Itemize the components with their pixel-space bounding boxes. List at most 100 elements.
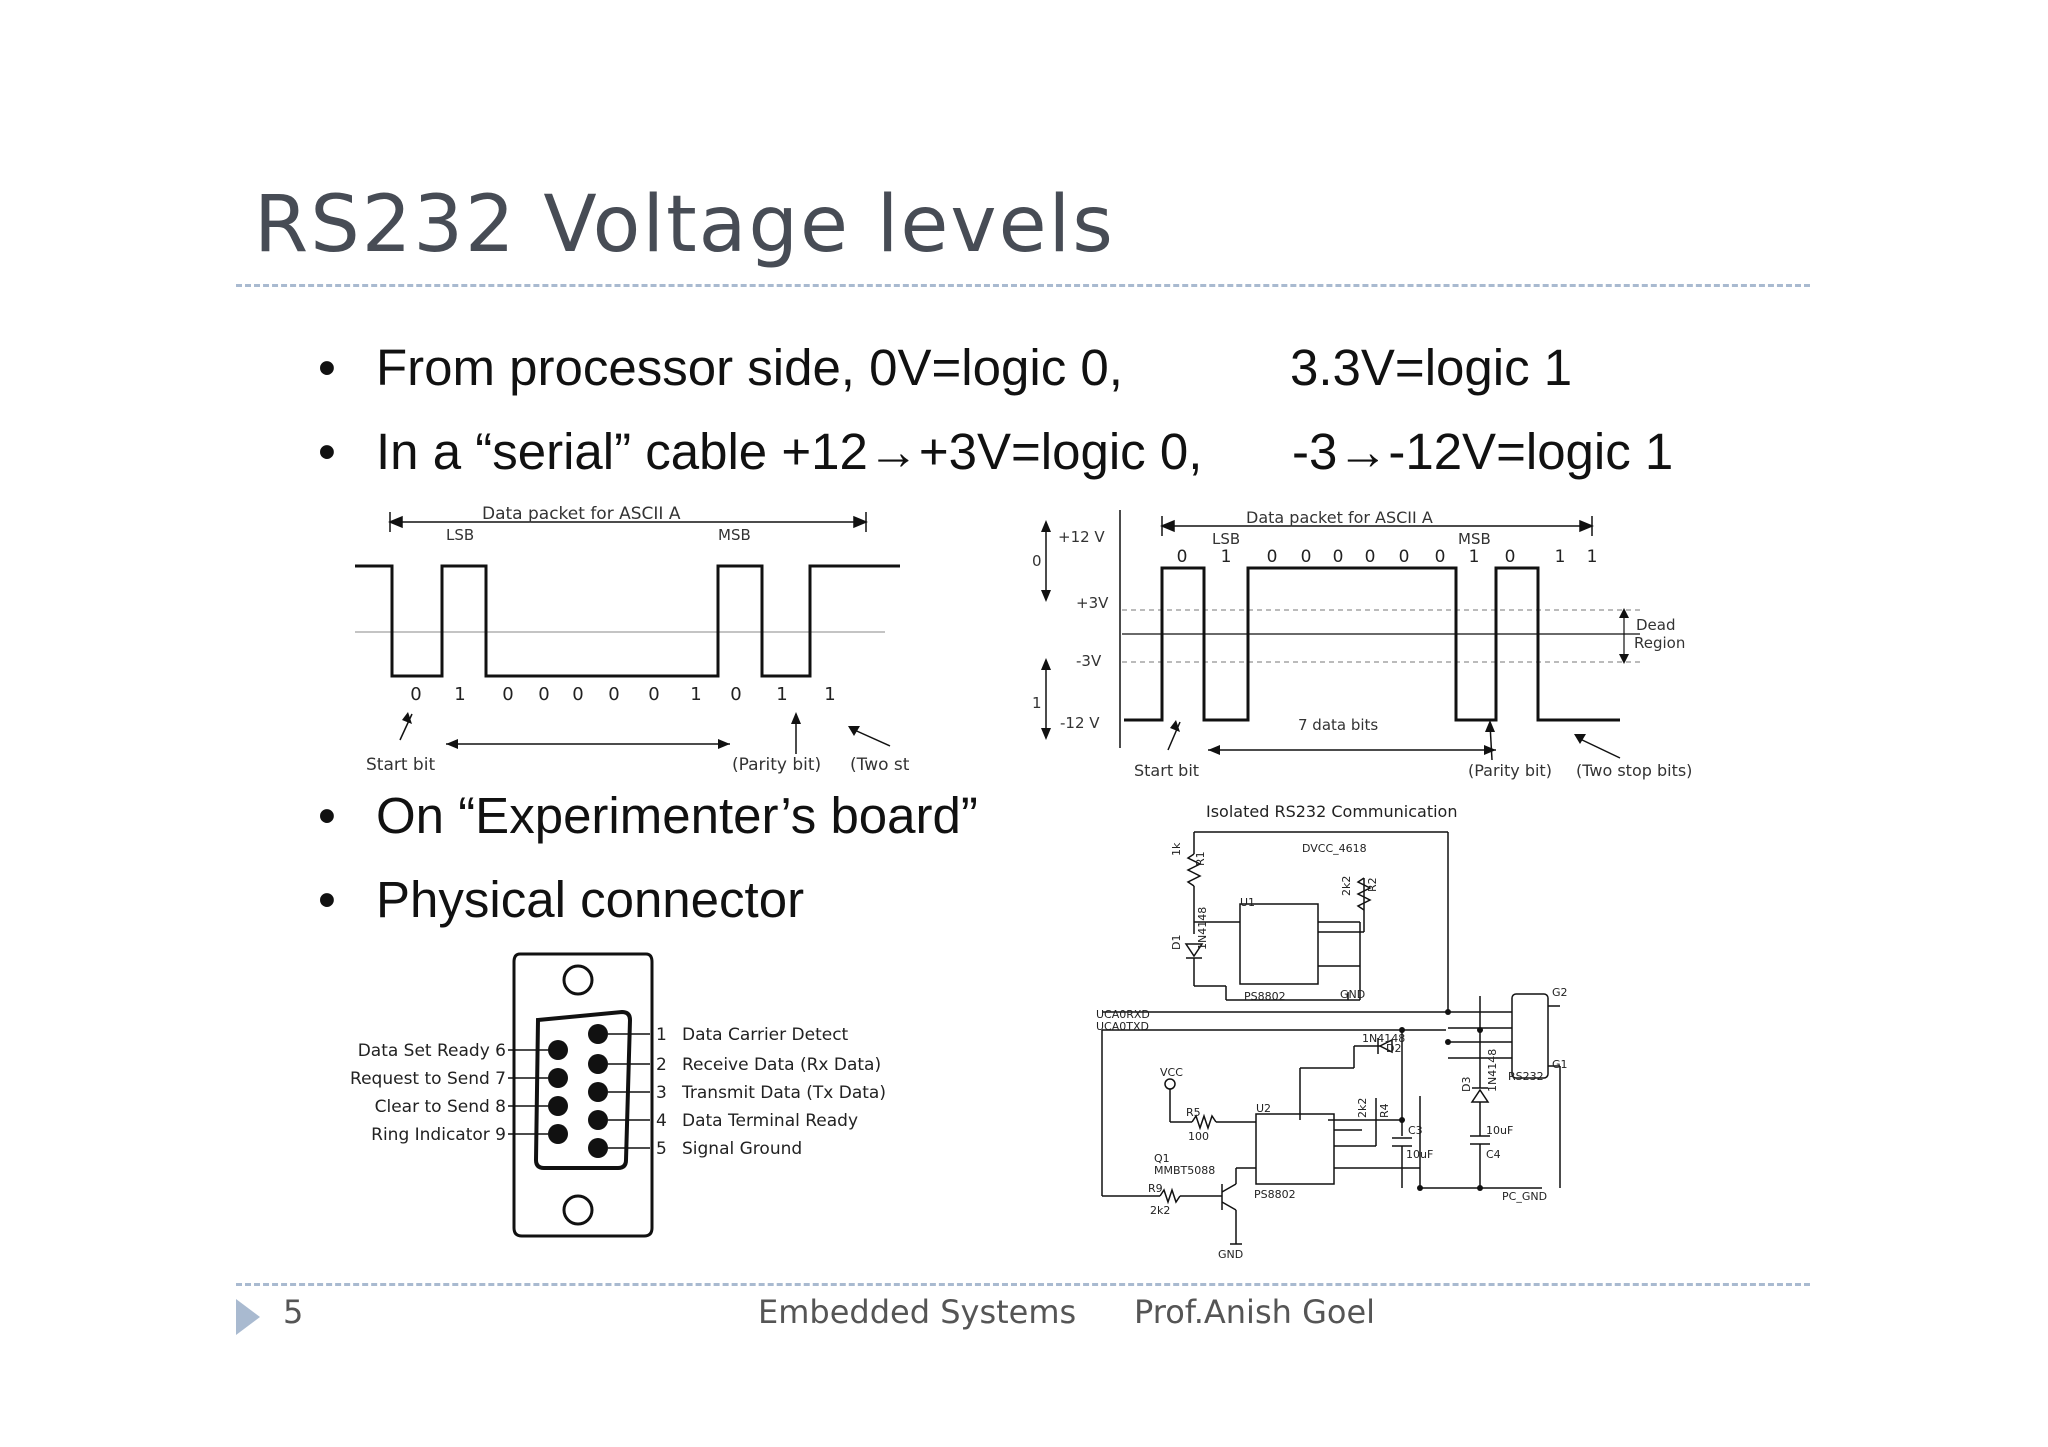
stop-bits-label: (Two stop bits bbox=[850, 755, 910, 775]
right-bit-8: 1 bbox=[1469, 547, 1480, 567]
packet-arrow-right bbox=[853, 515, 868, 529]
rxd-label: UCA0RXD bbox=[1096, 1008, 1150, 1021]
left-bit-2: 0 bbox=[502, 684, 513, 705]
data-bits-label: 7 data bits bbox=[1298, 716, 1378, 734]
bullet-3-text: On “Experimenter’s board” bbox=[376, 787, 978, 844]
db9-connector-figure: Data Set Ready 6 Request to Send 7 Clear… bbox=[350, 952, 886, 1238]
r2-label: R2 bbox=[1366, 877, 1379, 892]
pin-4-label: Data Terminal Ready bbox=[682, 1111, 858, 1131]
left-bit-9: 1 bbox=[776, 684, 787, 705]
pin-8-label: Clear to Send 8 bbox=[375, 1097, 506, 1117]
left-bit-5: 0 bbox=[608, 684, 619, 705]
q1-value: MMBT5088 bbox=[1154, 1164, 1215, 1177]
vcc-label: VCC bbox=[1160, 1066, 1183, 1079]
pin-9-label: Ring Indicator 9 bbox=[371, 1125, 506, 1145]
start-bit-label: Start bit bbox=[1134, 761, 1199, 780]
v-plus12: +12 V bbox=[1058, 528, 1105, 546]
bullet-dot: • bbox=[318, 339, 336, 396]
pin-7-label: Request to Send 7 bbox=[350, 1069, 506, 1089]
r9-label: R9 bbox=[1148, 1182, 1163, 1195]
rs232-waveform-figure: Data packet for ASCII A LSB MSB +12 V +3… bbox=[1032, 508, 1692, 780]
left-bit-0: 0 bbox=[410, 684, 421, 705]
region-label: Region bbox=[1634, 634, 1685, 652]
left-bit-10: 1 bbox=[824, 684, 835, 705]
d1-label: D1 bbox=[1170, 935, 1183, 950]
logic0-label: 0 bbox=[1032, 552, 1042, 570]
page-number: 5 bbox=[283, 1293, 304, 1331]
left-bit-6: 0 bbox=[648, 684, 659, 705]
u2-label: U2 bbox=[1256, 1102, 1271, 1115]
pin-2-num: 2 bbox=[656, 1055, 667, 1075]
v-minus3: -3V bbox=[1076, 652, 1102, 670]
q1-label: Q1 bbox=[1154, 1152, 1170, 1165]
stop-bits-label: (Two stop bits) bbox=[1576, 761, 1692, 780]
bullet-2-right: -3→-12V=logic 1 bbox=[1292, 423, 1674, 480]
pin-5-label: Signal Ground bbox=[682, 1139, 802, 1159]
packet-label: Data packet for ASCII A bbox=[482, 504, 681, 524]
packet-label: Data packet for ASCII A bbox=[1246, 508, 1433, 527]
title-divider bbox=[236, 284, 1810, 287]
right-bit-3: 0 bbox=[1301, 547, 1312, 567]
right-bit-9: 0 bbox=[1505, 547, 1516, 567]
bullet-dot: • bbox=[318, 787, 336, 844]
right-bit-11: 1 bbox=[1587, 547, 1598, 567]
left-bit-8: 0 bbox=[730, 684, 741, 705]
rs232-label: RS232 bbox=[1508, 1070, 1544, 1083]
mounting-hole-top bbox=[562, 964, 594, 996]
mounting-hole-bottom bbox=[562, 1194, 594, 1226]
pin-6-label: Data Set Ready 6 bbox=[358, 1041, 506, 1061]
logic1-label: 1 bbox=[1032, 694, 1042, 712]
r4-label: R4 bbox=[1378, 1103, 1391, 1118]
right-bit-4: 0 bbox=[1333, 547, 1344, 567]
start-bit-label: Start bit bbox=[366, 755, 435, 775]
pin-4-num: 4 bbox=[656, 1111, 667, 1131]
footer-divider bbox=[236, 1283, 1810, 1286]
pin-1-label: Data Carrier Detect bbox=[682, 1025, 849, 1045]
ps2-label: PS8802 bbox=[1254, 1188, 1296, 1201]
right-bit-7: 0 bbox=[1435, 547, 1446, 567]
msb-label: MSB bbox=[1458, 530, 1491, 548]
msb-label: MSB bbox=[718, 526, 751, 544]
left-bit-4: 0 bbox=[572, 684, 583, 705]
r1-value: 1k bbox=[1170, 842, 1183, 856]
r5-value: 100 bbox=[1188, 1130, 1209, 1143]
isolated-rs232-schematic: Isolated RS232 Communication bbox=[1096, 802, 1568, 1261]
pin-2-label: Receive Data (Rx Data) bbox=[682, 1055, 881, 1075]
left-bit-1: 1 bbox=[454, 684, 465, 705]
c3-value: 10uF bbox=[1406, 1148, 1433, 1161]
d2-value: 1N4148 bbox=[1362, 1032, 1405, 1045]
right-bit-10: 1 bbox=[1555, 547, 1566, 567]
right-bit-0: 0 bbox=[1177, 547, 1188, 567]
r2-value: 2k2 bbox=[1340, 876, 1353, 896]
parity-bit-label: (Parity bit) bbox=[732, 755, 821, 775]
gnd2-label: GND bbox=[1218, 1248, 1243, 1261]
left-bit-7: 1 bbox=[690, 684, 701, 705]
g1-label: G1 bbox=[1552, 1058, 1568, 1071]
bullet-dot: • bbox=[318, 423, 336, 480]
footer-triangle-icon bbox=[236, 1299, 260, 1335]
pins bbox=[548, 1024, 608, 1158]
lsb-label: LSB bbox=[446, 526, 474, 544]
ps1-label: PS8802 bbox=[1244, 990, 1286, 1003]
pin-5-num: 5 bbox=[656, 1139, 667, 1159]
v-minus12: -12 V bbox=[1060, 714, 1100, 732]
d1-value: 1N4148 bbox=[1196, 907, 1209, 950]
slide-title: RS232 Voltage levels bbox=[254, 180, 1115, 270]
pin-3-label: Transmit Data (Tx Data) bbox=[681, 1083, 886, 1103]
footer-course: Embedded Systems bbox=[758, 1293, 1077, 1331]
pin-1-num: 1 bbox=[656, 1025, 667, 1045]
pcgnd-label: PC_GND bbox=[1502, 1190, 1547, 1203]
c4-value: 10uF bbox=[1486, 1124, 1513, 1137]
ttl-waveform-figure: Data packet for ASCII A LSB MSB 0 1 0 0 0 0 0 1… bbox=[355, 504, 910, 775]
r9-value: 2k2 bbox=[1150, 1204, 1170, 1217]
d3-value: 1N4148 bbox=[1486, 1049, 1499, 1092]
right-bit-1: 1 bbox=[1221, 547, 1232, 567]
bullet-1-right: 3.3V=logic 1 bbox=[1290, 339, 1573, 396]
d3-label: D3 bbox=[1460, 1077, 1473, 1092]
connector-shell bbox=[512, 952, 654, 1238]
txd-label: UCA0TXD bbox=[1096, 1020, 1149, 1033]
r4-value: 2k2 bbox=[1356, 1098, 1369, 1118]
bullet-1-text: From processor side, 0V=logic 0, bbox=[376, 339, 1123, 396]
dvcc-label: DVCC_4618 bbox=[1302, 842, 1367, 855]
